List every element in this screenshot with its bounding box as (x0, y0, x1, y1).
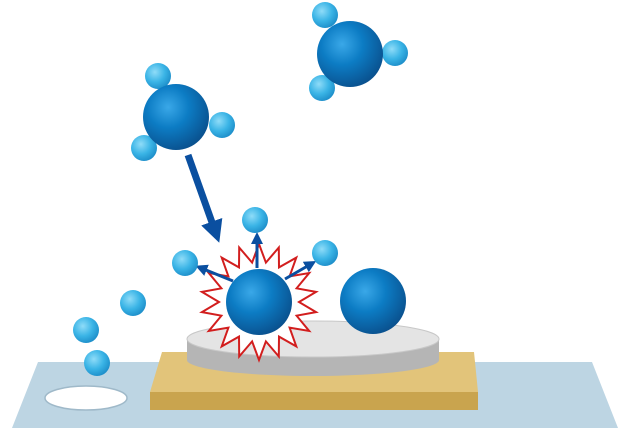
ejection-arrows (195, 232, 317, 283)
molecule-incoming (131, 63, 235, 161)
incoming-arrow (184, 153, 223, 243)
ejected-atom-top (242, 207, 268, 233)
surface-atom (340, 268, 406, 334)
ejected-atoms (73, 207, 338, 376)
ejected-atom-right (312, 240, 338, 266)
ejected-atom-mid (120, 290, 146, 316)
molecule-large (309, 2, 408, 101)
ejected-atom-low1 (73, 317, 99, 343)
ejected-atom-low2 (84, 350, 110, 376)
impact-atom (226, 269, 292, 335)
drain-hole (44, 385, 128, 411)
ejected-atom-left (172, 250, 198, 276)
